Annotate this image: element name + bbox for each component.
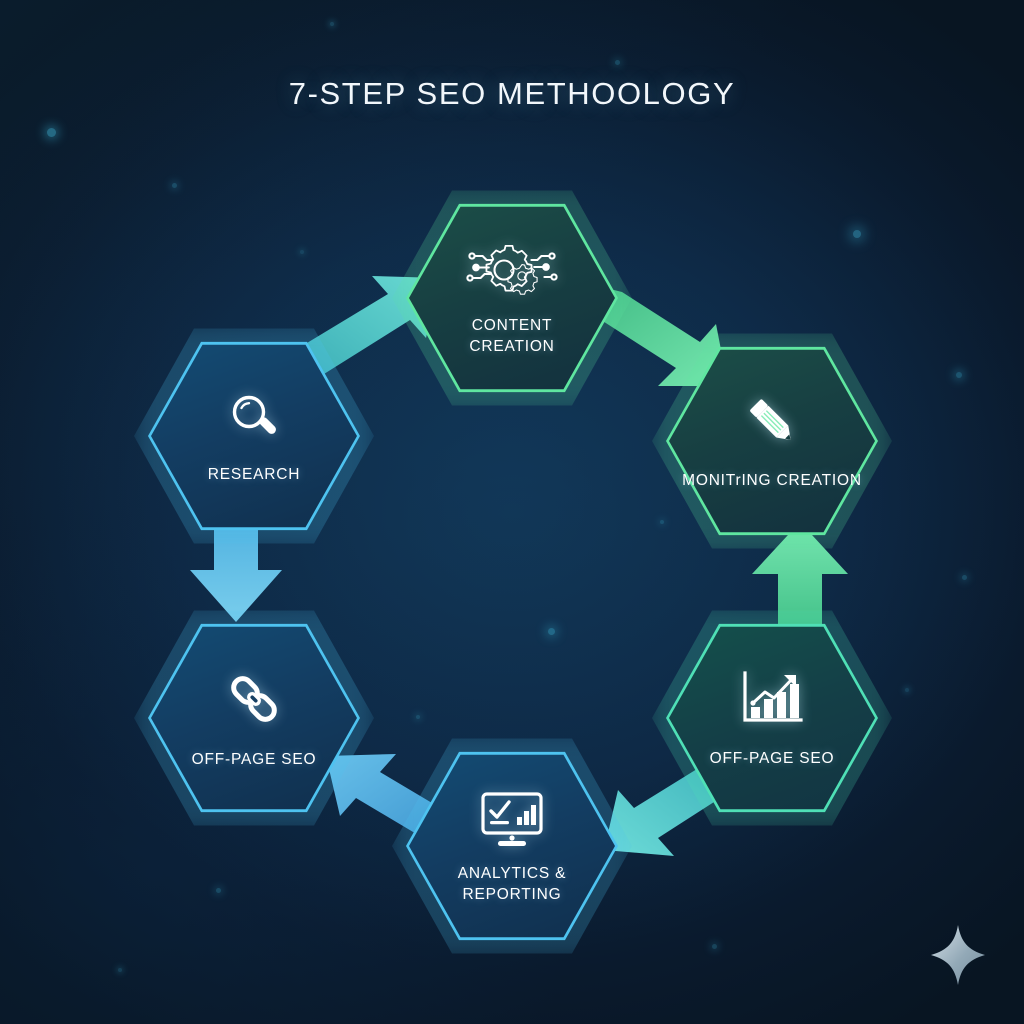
step-hex-off-page-seo-right[interactable]: OFF-PAGE SEO: [652, 610, 892, 826]
step-hex-analytics-reporting[interactable]: ANALYTICS & REPORTING: [392, 738, 632, 954]
page-title: 7-STEP SEO METHOOLOGY: [288, 76, 736, 111]
monitor-report-icon: [479, 791, 545, 854]
link-chain-icon: [225, 669, 283, 734]
magnifying-glass-icon: [227, 390, 281, 449]
step-hex-research[interactable]: RESEARCH: [134, 328, 374, 544]
step-label: CONTENT CREATION: [469, 317, 555, 355]
step-label: ANALYTICS & REPORTING: [457, 865, 567, 903]
step-label: RESEARCH: [207, 466, 301, 484]
step-label: OFF-PAGE SEO: [191, 751, 317, 769]
step-hex-content-creation[interactable]: CONTENT CREATION: [392, 190, 632, 406]
pencil-icon: [743, 394, 801, 455]
growth-bar-chart-icon: [740, 670, 804, 733]
step-hex-off-page-seo-left[interactable]: OFF-PAGE SEO: [134, 610, 374, 826]
hex-fill: [151, 344, 357, 528]
step-label: MONITrING CREATION: [682, 472, 862, 490]
hex-fill: [151, 626, 357, 810]
four-point-star-sparkle-icon: [931, 925, 985, 985]
step-label: OFF-PAGE SEO: [709, 750, 835, 768]
step-hex-monitoring-creation[interactable]: MONITrING CREATION: [652, 333, 892, 549]
gear-network-icon: [466, 243, 558, 306]
